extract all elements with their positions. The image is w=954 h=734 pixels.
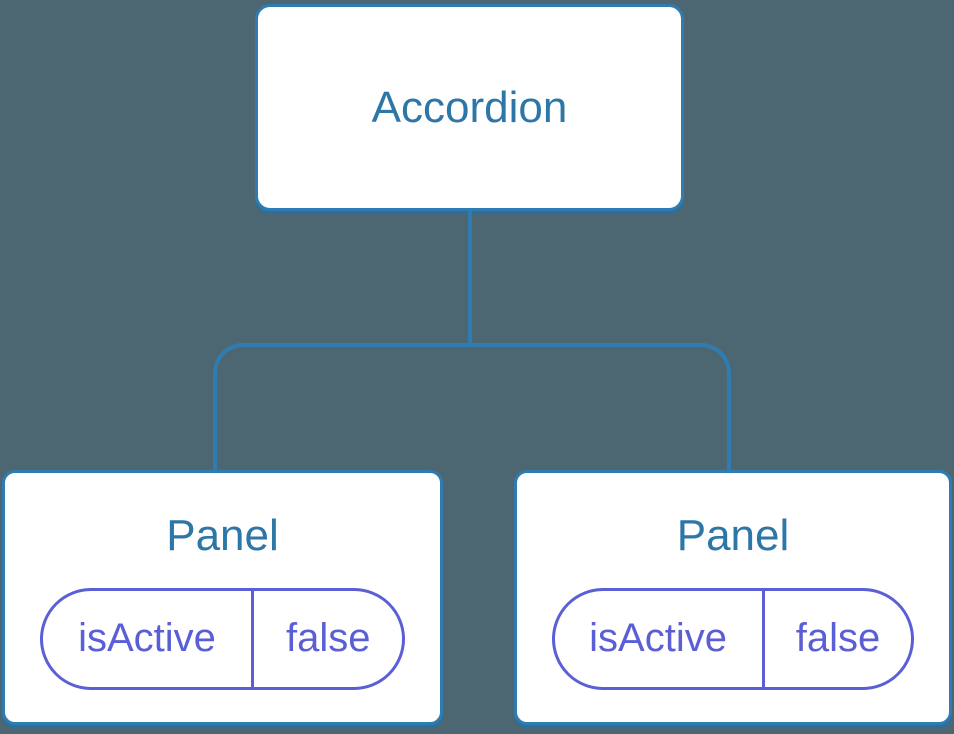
panel-node-label: Panel xyxy=(166,510,279,560)
accordion-node: Accordion xyxy=(255,4,684,211)
state-pill: isActive false xyxy=(39,587,406,690)
panel-node-right: Panel isActive false xyxy=(514,470,952,725)
state-pill: isActive false xyxy=(551,587,915,690)
connector-trunk-line xyxy=(468,209,472,347)
panel-node-left: Panel isActive false xyxy=(2,470,443,725)
connector-branch-bracket xyxy=(213,343,731,471)
accordion-node-label: Accordion xyxy=(371,82,568,132)
state-key: isActive xyxy=(555,590,765,687)
state-value: false xyxy=(285,616,371,660)
panel-node-label: Panel xyxy=(676,510,790,560)
state-key: isActive xyxy=(43,590,255,687)
state-value: false xyxy=(795,616,881,660)
